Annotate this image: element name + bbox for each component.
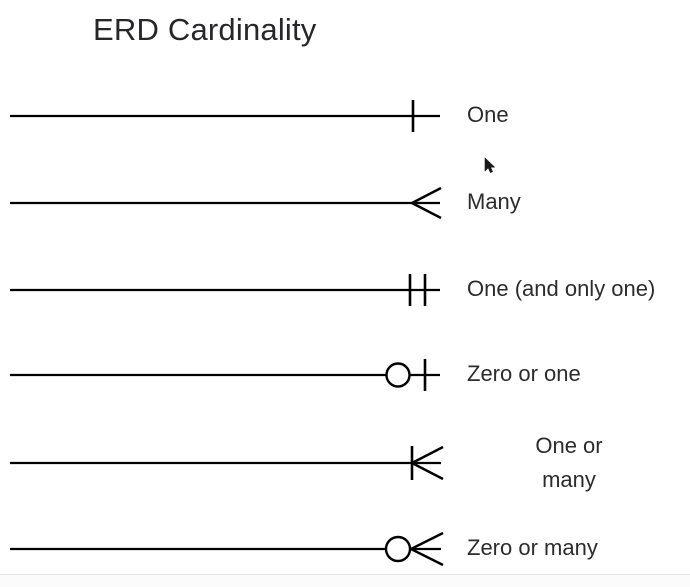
legend-row-one-and-only-one: One (and only one) xyxy=(0,260,690,320)
legend-row-one-or-many: One or many xyxy=(0,433,690,493)
legend-row-zero-or-one: Zero or one xyxy=(0,345,690,405)
legend-row-zero-or-many: Zero or many xyxy=(0,519,690,579)
legend-label-one-or-many-line1: One or xyxy=(535,433,603,458)
bottom-strip xyxy=(0,575,690,587)
symbol-many-icon xyxy=(10,186,442,220)
legend-row-one: One xyxy=(0,86,690,146)
legend-label-one-or-many-line2: many xyxy=(542,467,596,493)
legend-label-one-and-only-one: One (and only one) xyxy=(467,276,656,301)
page-title: ERD Cardinality xyxy=(93,12,317,47)
legend-label-one-or-many: One or many xyxy=(494,429,644,497)
symbol-zero-or-many-icon xyxy=(10,531,444,567)
legend-label-many: Many xyxy=(467,189,521,214)
legend-row-many: Many xyxy=(0,173,690,233)
symbol-one-or-many-icon xyxy=(10,445,444,481)
mouse-pointer-icon xyxy=(484,157,495,173)
legend-label-zero-or-one: Zero or one xyxy=(467,361,581,386)
symbol-one-icon xyxy=(10,100,440,132)
symbol-one-and-only-one-icon xyxy=(10,274,440,306)
bottom-divider xyxy=(0,574,690,575)
legend-label-zero-or-many: Zero or many xyxy=(467,535,598,560)
legend-label-one: One xyxy=(467,102,509,127)
symbol-zero-or-one-icon xyxy=(10,359,440,391)
